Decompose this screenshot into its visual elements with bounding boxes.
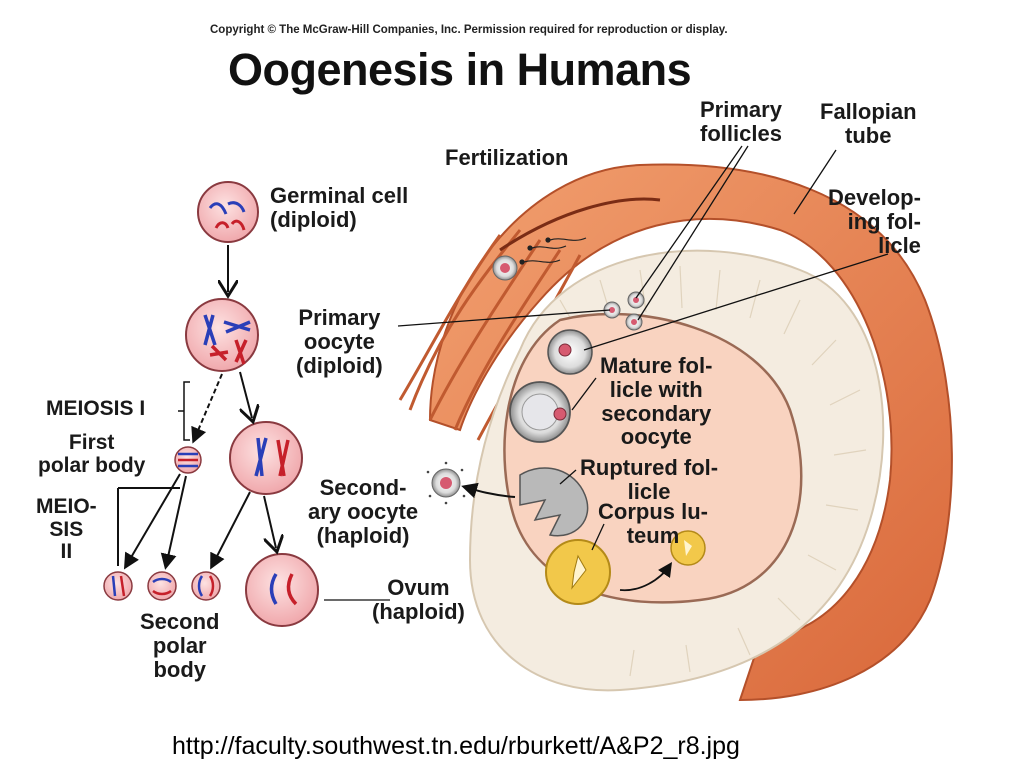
page-title: Oogenesis in Humans xyxy=(228,44,692,95)
ovary xyxy=(503,312,803,604)
corpus-luteum-large xyxy=(545,539,611,605)
ovulation-arrow xyxy=(461,482,516,499)
primary-follicle-2 xyxy=(627,291,645,309)
label-ovum: Ovum (haploid) xyxy=(372,575,465,624)
ovulated-oocyte xyxy=(426,461,466,505)
ovum-cell xyxy=(245,553,319,627)
primary-follicle-3 xyxy=(625,313,643,331)
second-polar-body-cell-1 xyxy=(103,571,133,601)
label-first-polar-body: First polar body xyxy=(38,431,146,477)
meiosis-i-bracket xyxy=(178,381,190,441)
primary-oocyte-cell xyxy=(185,298,259,372)
second-polar-body-cell-3 xyxy=(191,571,221,601)
label-fertilization: Fertilization xyxy=(445,145,569,170)
label-developing-follicle: Develop- ing fol- licle xyxy=(828,185,921,258)
germinal-cell xyxy=(197,181,259,243)
luteum-arrow xyxy=(619,562,672,592)
copyright-notice: Copyright © The McGraw-Hill Companies, I… xyxy=(210,24,728,36)
second-polar-body-cell-2 xyxy=(147,571,177,601)
secondary-oocyte-cell xyxy=(229,421,303,495)
corpus-luteum-small xyxy=(670,530,706,566)
label-ruptured-follicle: Ruptured fol- licle xyxy=(580,455,719,504)
label-meiosis-ii: MEIO- SIS II xyxy=(36,495,97,564)
source-url: http://faculty.southwest.tn.edu/rburkett… xyxy=(172,732,740,760)
mature-follicle xyxy=(509,381,571,443)
label-germinal-cell: Germinal cell (diploid) xyxy=(270,183,409,232)
developing-follicle xyxy=(547,329,593,375)
label-meiosis-i: MEIOSIS I xyxy=(46,397,146,420)
leader-lines xyxy=(324,145,889,601)
label-mature-follicle: Mature fol- licle with secondary oocyte xyxy=(600,353,713,450)
sperm-cells xyxy=(519,237,587,265)
label-primary-follicles: Primary follicles xyxy=(700,97,782,146)
label-second-polar-body: Second polar body xyxy=(140,609,220,682)
label-primary-oocyte: Primary oocyte (diploid) xyxy=(296,305,383,378)
label-secondary-oocyte: Second- ary oocyte (haploid) xyxy=(308,475,419,548)
label-fallopian-tube: Fallopian tube xyxy=(820,99,917,148)
first-polar-body-cell xyxy=(174,446,202,474)
sequence-arrows xyxy=(117,245,276,570)
label-corpus-luteum: Corpus lu- teum xyxy=(598,499,708,548)
fertilized-egg xyxy=(492,255,518,281)
ruptured-follicle xyxy=(519,467,589,537)
